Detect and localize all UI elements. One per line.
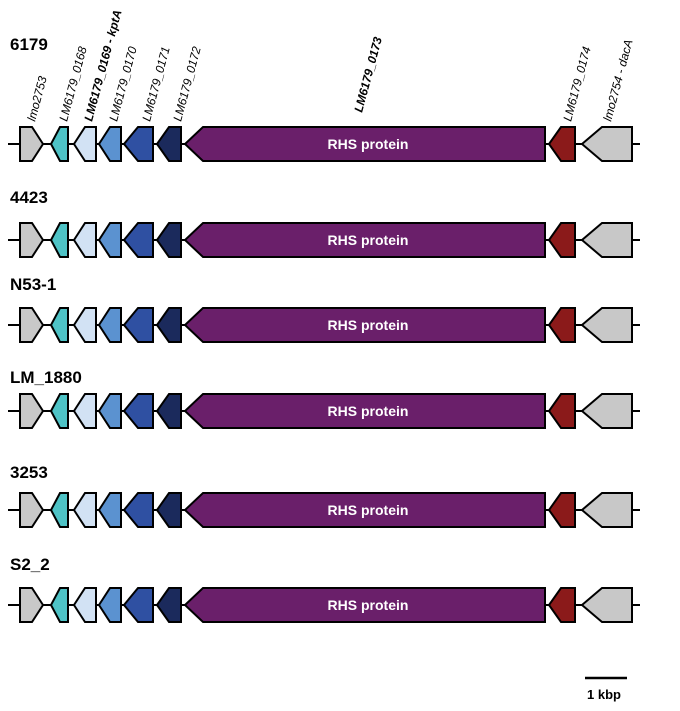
gene-arrow-lm6179-0170: [97, 222, 122, 258]
strain-name: 3253: [10, 463, 48, 482]
gene-arrow-lm6179-0168: [49, 587, 69, 623]
gene-arrow-lm6179-0174: [547, 587, 576, 623]
gene-arrow-lmo2754: [580, 126, 633, 162]
gene-arrow-lm6179-0169: [72, 126, 97, 162]
gene-arrow-lm6179-0168: [49, 307, 69, 343]
gene-arrow-lm6179-0169: [72, 393, 97, 429]
gene-arrow-lm6179-0170: [97, 587, 122, 623]
gene-name-label: LM6179_0174: [560, 45, 593, 123]
gene-name-label: lmo2754 - dacA: [600, 38, 635, 123]
gene-arrow-lmo2753: [19, 393, 45, 429]
gene-name-label: LM6179_0171: [139, 45, 172, 123]
gene-arrow-lmo2754: [580, 492, 633, 528]
rhs-protein-label: RHS protein: [328, 232, 409, 248]
strain-name: LM_1880: [10, 368, 82, 387]
gene-arrow-lm6179-0173: [183, 587, 546, 623]
gene-arrow-lmo2753: [19, 587, 45, 623]
rhs-protein-label: RHS protein: [328, 403, 409, 419]
scale-bar: 1 kbp: [585, 676, 627, 702]
gene-name-label: LM6179_0172: [170, 45, 203, 123]
gene-arrow-lm6179-0174: [547, 126, 576, 162]
strain-name: 4423: [10, 188, 48, 207]
strain-name: S2_2: [10, 555, 50, 574]
gene-arrow-lm6179-0171: [122, 307, 154, 343]
gene-arrow-lm6179-0173: [183, 393, 546, 429]
rhs-protein-label: RHS protein: [328, 136, 409, 152]
gene-arrow-lmo2754: [580, 222, 633, 258]
gene-arrow-lmo2754: [580, 393, 633, 429]
gene-arrow-lmo2754: [580, 587, 633, 623]
gene-arrow-lm6179-0171: [122, 393, 154, 429]
gene-arrow-lmo2753: [19, 307, 45, 343]
rhs-protein-label: RHS protein: [328, 597, 409, 613]
rhs-protein-label: RHS protein: [328, 502, 409, 518]
gene-arrow-lm6179-0168: [49, 393, 69, 429]
gene-name-label: LM6179_0173: [351, 35, 385, 114]
gene-arrow-lm6179-0174: [547, 307, 576, 343]
gene-arrow-lm6179-0168: [49, 222, 69, 258]
gene-arrow-lm6179-0168: [49, 126, 69, 162]
gene-arrow-lm6179-0169: [72, 587, 97, 623]
gene-arrow-lm6179-0171: [122, 126, 154, 162]
gene-arrow-lm6179-0170: [97, 492, 122, 528]
gene-arrow-lm6179-0170: [97, 393, 122, 429]
gene-arrow-lm6179-0174: [547, 393, 576, 429]
gene-arrow-lm6179-0170: [97, 307, 122, 343]
gene-arrow-lmo2754: [580, 307, 633, 343]
gene-arrow-lm6179-0174: [547, 222, 576, 258]
gene-arrow-lm6179-0172: [155, 126, 182, 162]
gene-arrow-lm6179-0174: [547, 492, 576, 528]
gene-arrow-lm6179-0172: [155, 222, 182, 258]
gene-arrow-lm6179-0168: [49, 492, 69, 528]
rhs-protein-label: RHS protein: [328, 317, 409, 333]
strain-name: N53-1: [10, 275, 56, 294]
gene-arrow-lm6179-0173: [183, 126, 546, 162]
gene-arrow-lm6179-0173: [183, 307, 546, 343]
gene-arrow-lm6179-0172: [155, 587, 182, 623]
gene-arrow-lm6179-0169: [72, 307, 97, 343]
gene-name-label: lmo2753: [24, 74, 50, 122]
gene-arrow-lm6179-0171: [122, 492, 154, 528]
gene-arrow-lm6179-0171: [122, 222, 154, 258]
gene-arrow-lm6179-0169: [72, 492, 97, 528]
gene-arrow-lm6179-0172: [155, 307, 182, 343]
gene-arrow-lm6179-0172: [155, 492, 182, 528]
gene-arrow-lm6179-0170: [97, 126, 122, 162]
scale-bar-label: 1 kbp: [587, 687, 621, 702]
gene-arrow-lm6179-0173: [183, 222, 546, 258]
gene-arrow-lmo2753: [19, 126, 45, 162]
gene-arrow-lm6179-0173: [183, 492, 546, 528]
gene-arrow-lm6179-0171: [122, 587, 154, 623]
gene-arrow-lm6179-0172: [155, 393, 182, 429]
gene-arrow-lmo2753: [19, 222, 45, 258]
gene-arrow-lm6179-0169: [72, 222, 97, 258]
gene-arrow-lmo2753: [19, 492, 45, 528]
strain-name: 6179: [10, 35, 48, 54]
